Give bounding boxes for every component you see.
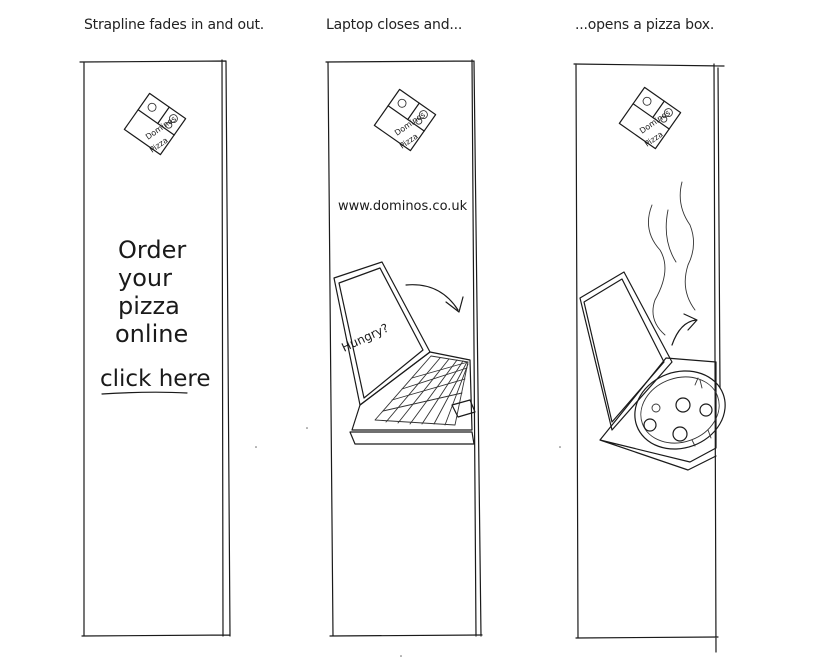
website-url[interactable]: www.dominos.co.uk [338,199,468,214]
frame-1-border [79,59,231,637]
click-here-underline [101,391,188,395]
frame-3: Dominos Pizza [573,63,726,653]
pizza-box-base [599,357,717,471]
laptop-screen-text: Hungry? [339,321,390,355]
laptop-base [349,351,475,445]
strapline-line-3: pizza [118,292,180,320]
pizza-box-lid [579,271,673,431]
frame-2: Dominos Pizza www.dominos.co.uk Hungry? [325,59,483,637]
frame-2-border [325,59,483,637]
frame-1: Dominos Pizza Order your pizza online cl… [79,59,231,637]
strapline-line-4: online [115,320,188,348]
frame-3-caption: ...opens a pizza box. [575,17,715,33]
frame-1-caption: Strapline fades in and out. [84,17,265,33]
strapline-line-2: your [118,264,172,292]
logo-icon [618,86,682,150]
steam-arrow-icon [671,313,698,346]
closing-arrow-icon [405,284,464,313]
laptop-trackpad [451,399,476,418]
click-here-link[interactable]: click here [100,366,211,392]
logo-icon [123,92,187,156]
laptop-keyboard [374,355,469,426]
strapline-line-1: Order [118,236,186,264]
pizza-icon [634,370,726,450]
logo-icon [373,88,437,152]
frame-2-caption: Laptop closes and... [326,17,463,33]
frame-3-border [573,63,725,653]
steam-icon [647,181,696,336]
